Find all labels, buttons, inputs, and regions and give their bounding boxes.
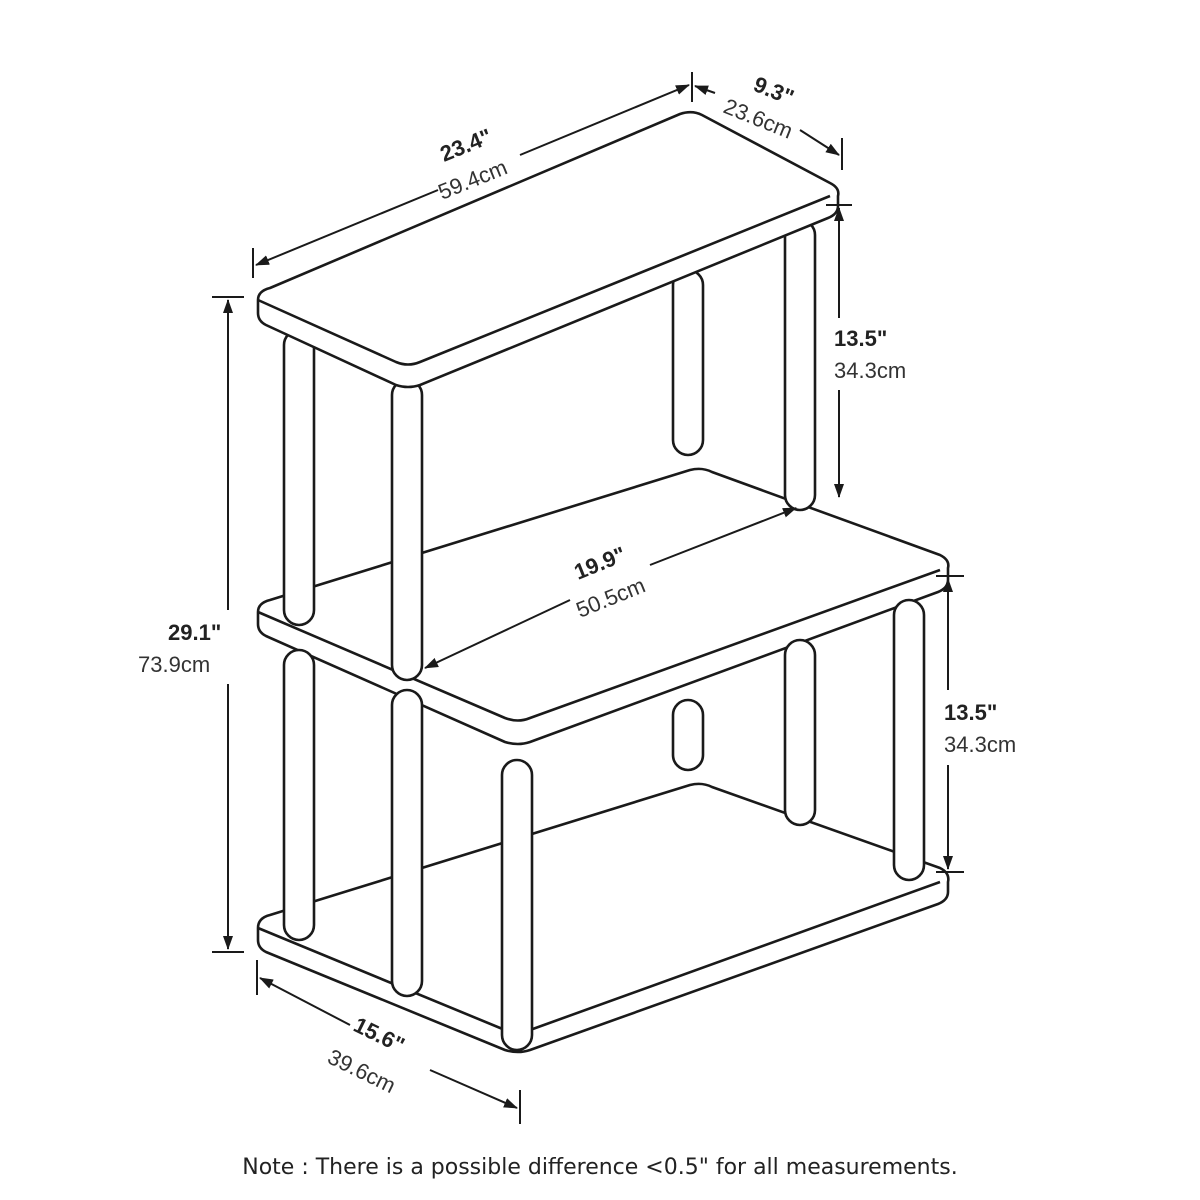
lower-legs (282, 598, 926, 1052)
dimension-lower-height: 13.5" 34.3cm (936, 575, 1016, 873)
top-shelf (256, 110, 840, 389)
dimension-upper-height: 13.5" 34.3cm (826, 204, 906, 498)
base-depth-imperial-label: 15.6" (350, 1012, 409, 1058)
dimension-total-height: 29.1" 73.9cm (138, 296, 244, 953)
measurement-note: Note : There is a possible difference <0… (242, 1155, 957, 1180)
lower-height-metric-label: 34.3cm (944, 732, 1016, 757)
total-height-metric-label: 73.9cm (138, 652, 210, 677)
upper-height-imperial-label: 13.5" (834, 326, 887, 351)
total-height-imperial-label: 29.1" (168, 620, 221, 645)
upper-legs (282, 218, 817, 682)
lower-height-imperial-label: 13.5" (944, 700, 997, 725)
middle-shelf (256, 467, 950, 746)
upper-height-metric-label: 34.3cm (834, 358, 906, 383)
